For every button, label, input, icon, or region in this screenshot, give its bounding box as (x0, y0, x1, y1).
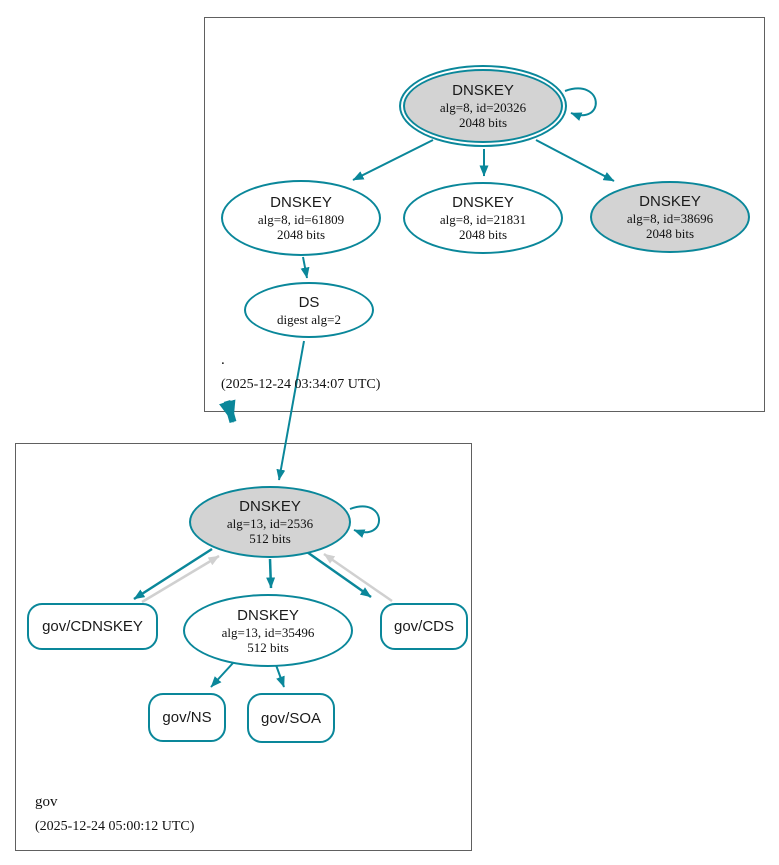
edge-ds-to-govksk (276, 340, 305, 481)
edge-rootksk-to-38696 (535, 139, 615, 182)
node-detail: alg=8, id=61809 (257, 212, 345, 227)
node-gov-soa: gov/SOA (247, 693, 335, 743)
edge-rootksk-selfloop (564, 87, 597, 121)
node-title: DNSKEY (270, 194, 332, 211)
node-title: DNSKEY (639, 193, 701, 210)
rrset-label: gov/SOA (260, 709, 322, 727)
node-detail: alg=8, id=20326 (439, 100, 527, 115)
edge-cds-to-govksk (323, 552, 393, 603)
rrset-label: gov/CDS (393, 618, 455, 635)
node-title: DNSKEY (239, 498, 301, 515)
zone-label-gov: gov (2025-12-24 05:00:12 UTC) (35, 794, 194, 835)
node-dnskey-2536: DNSKEY alg=13, id=2536 512 bits (189, 486, 351, 558)
node-title: DS (298, 293, 320, 311)
node-gov-cdnskey: gov/CDNSKEY (27, 603, 158, 650)
edge-govksk-to-govzsk (266, 558, 276, 589)
node-gov-cds: gov/CDS (380, 603, 468, 650)
node-dnskey-21831: DNSKEY alg=8, id=21831 2048 bits (403, 182, 563, 254)
edge-govksk-to-cds (306, 550, 372, 599)
node-detail: digest alg=2 (276, 311, 342, 327)
zone-timestamp: (2025-12-24 03:34:07 UTC) (221, 377, 381, 392)
node-title: DNSKEY (237, 606, 299, 624)
node-detail: alg=8, id=38696 (626, 211, 714, 226)
zone-label-root: . (2025-12-24 03:34:07 UTC) (221, 352, 380, 393)
node-dnskey-61809: DNSKEY alg=8, id=61809 2048 bits (221, 180, 381, 256)
node-bits: 2048 bits (645, 226, 695, 241)
node-detail: alg=13, id=2536 (226, 516, 314, 531)
node-bits: 512 bits (249, 531, 291, 546)
edge-61809-to-ds (300, 256, 310, 279)
zone-timestamp: (2025-12-24 05:00:12 UTC) (35, 819, 195, 834)
zone-name: gov (35, 794, 58, 810)
rrset-label: gov/CDNSKEY (42, 618, 143, 635)
node-bits: 2048 bits (276, 227, 326, 242)
node-ds: DS digest alg=2 (244, 282, 374, 338)
edge-govksk-selfloop (349, 505, 380, 538)
edge-govksk-to-cdnskey (133, 547, 213, 601)
rrset-label: gov/NS (162, 709, 212, 726)
node-detail: alg=8, id=21831 (439, 212, 527, 227)
node-gov-ns: gov/NS (148, 693, 226, 742)
node-bits: 2048 bits (458, 227, 508, 242)
zone-name: . (221, 352, 225, 368)
edge-cdnskey-to-govksk (141, 554, 220, 604)
node-dnskey-20326: DNSKEY alg=8, id=20326 2048 bits (403, 69, 563, 143)
node-dnskey-35496: DNSKEY alg=13, id=35496 512 bits (183, 594, 353, 667)
node-title: DNSKEY (452, 82, 514, 99)
edge-rootksk-to-61809 (352, 139, 434, 181)
node-dnskey-38696: DNSKEY alg=8, id=38696 2048 bits (590, 181, 750, 253)
node-title: DNSKEY (452, 194, 514, 211)
edge-delegation-thick (219, 399, 237, 423)
edge-govzsk-to-ns (210, 662, 234, 688)
node-bits: 512 bits (247, 639, 289, 655)
node-detail: alg=13, id=35496 (221, 624, 315, 640)
node-bits: 2048 bits (458, 115, 508, 130)
edge-govzsk-to-soa (275, 664, 285, 688)
